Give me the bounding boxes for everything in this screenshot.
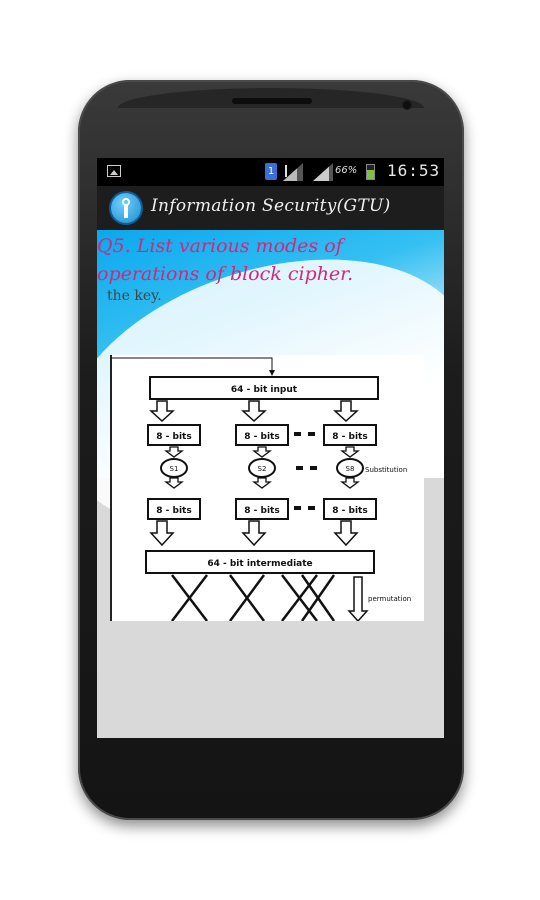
- question-text: Q5. List various modes of operations of …: [97, 235, 354, 285]
- block-1-1: [147, 424, 201, 446]
- block-label: 8 - bits: [156, 506, 191, 516]
- input-label: 64 - bit input: [231, 385, 298, 395]
- signal-strength-icon: [283, 163, 303, 181]
- block-1-2: [235, 424, 289, 446]
- arrows-row-3: [164, 477, 360, 489]
- action-bar: Information Security(GTU): [97, 186, 444, 230]
- ellipsis-dashes-3: [294, 506, 315, 510]
- clock: 16:53: [387, 161, 441, 180]
- block-label: 8 - bits: [244, 506, 279, 516]
- phone-screen: 1 66% 16:53 Information Security(GTU) th…: [97, 158, 444, 738]
- block-2-1: [147, 498, 201, 520]
- status-bar: 1 66% 16:53: [97, 158, 444, 186]
- image-notification-icon: [107, 165, 121, 177]
- sbox-s2: [248, 458, 276, 478]
- permutation-arrow: [347, 576, 369, 621]
- permutation-lines: [171, 574, 336, 621]
- sbox-s1: [160, 458, 188, 478]
- block-label: 8 - bits: [244, 432, 279, 442]
- app-title: Information Security(GTU): [151, 196, 391, 216]
- ellipsis-dashes-1: [294, 432, 315, 436]
- arrows-row-2: [164, 446, 360, 458]
- intermediate-label: 64 - bit intermediate: [207, 559, 312, 569]
- diagram-svg: 64 - bit input 8 - bits 8 - bits 8 - bit…: [112, 357, 411, 621]
- mobile-signal-icon: [313, 163, 333, 181]
- input-box: [149, 376, 379, 400]
- front-camera: [402, 100, 412, 110]
- ellipsis-dashes-2: [296, 466, 317, 470]
- block-label: 8 - bits: [332, 432, 367, 442]
- block-label: 8 - bits: [332, 506, 367, 516]
- content-area[interactable]: the key. Q5. List various modes of opera…: [97, 211, 444, 738]
- sim-slot-badge: 1: [265, 163, 277, 180]
- permutation-label: permutation: [368, 595, 411, 603]
- sbox-label: S2: [258, 465, 267, 473]
- block-2-2: [235, 498, 289, 520]
- battery-percent: 66%: [335, 165, 358, 176]
- feed-line: [112, 357, 275, 376]
- arrows-row-4: [149, 520, 359, 547]
- block-2-3: [323, 498, 377, 520]
- info-key-icon[interactable]: [111, 193, 141, 223]
- block-1-3: [323, 424, 377, 446]
- block-cipher-diagram: 64 - bit input 8 - bits 8 - bits 8 - bit…: [110, 355, 424, 621]
- sbox-s8: [336, 458, 364, 478]
- faded-text: the key.: [107, 288, 162, 304]
- intermediate-box: [145, 550, 375, 574]
- arrows-row-1: [149, 400, 359, 423]
- battery-icon: [366, 164, 375, 180]
- sbox-label: S1: [170, 465, 179, 473]
- substitution-label: Substitution: [365, 466, 407, 474]
- earpiece-speaker: [232, 98, 312, 104]
- block-label: 8 - bits: [156, 432, 191, 442]
- sbox-label: S8: [346, 465, 355, 473]
